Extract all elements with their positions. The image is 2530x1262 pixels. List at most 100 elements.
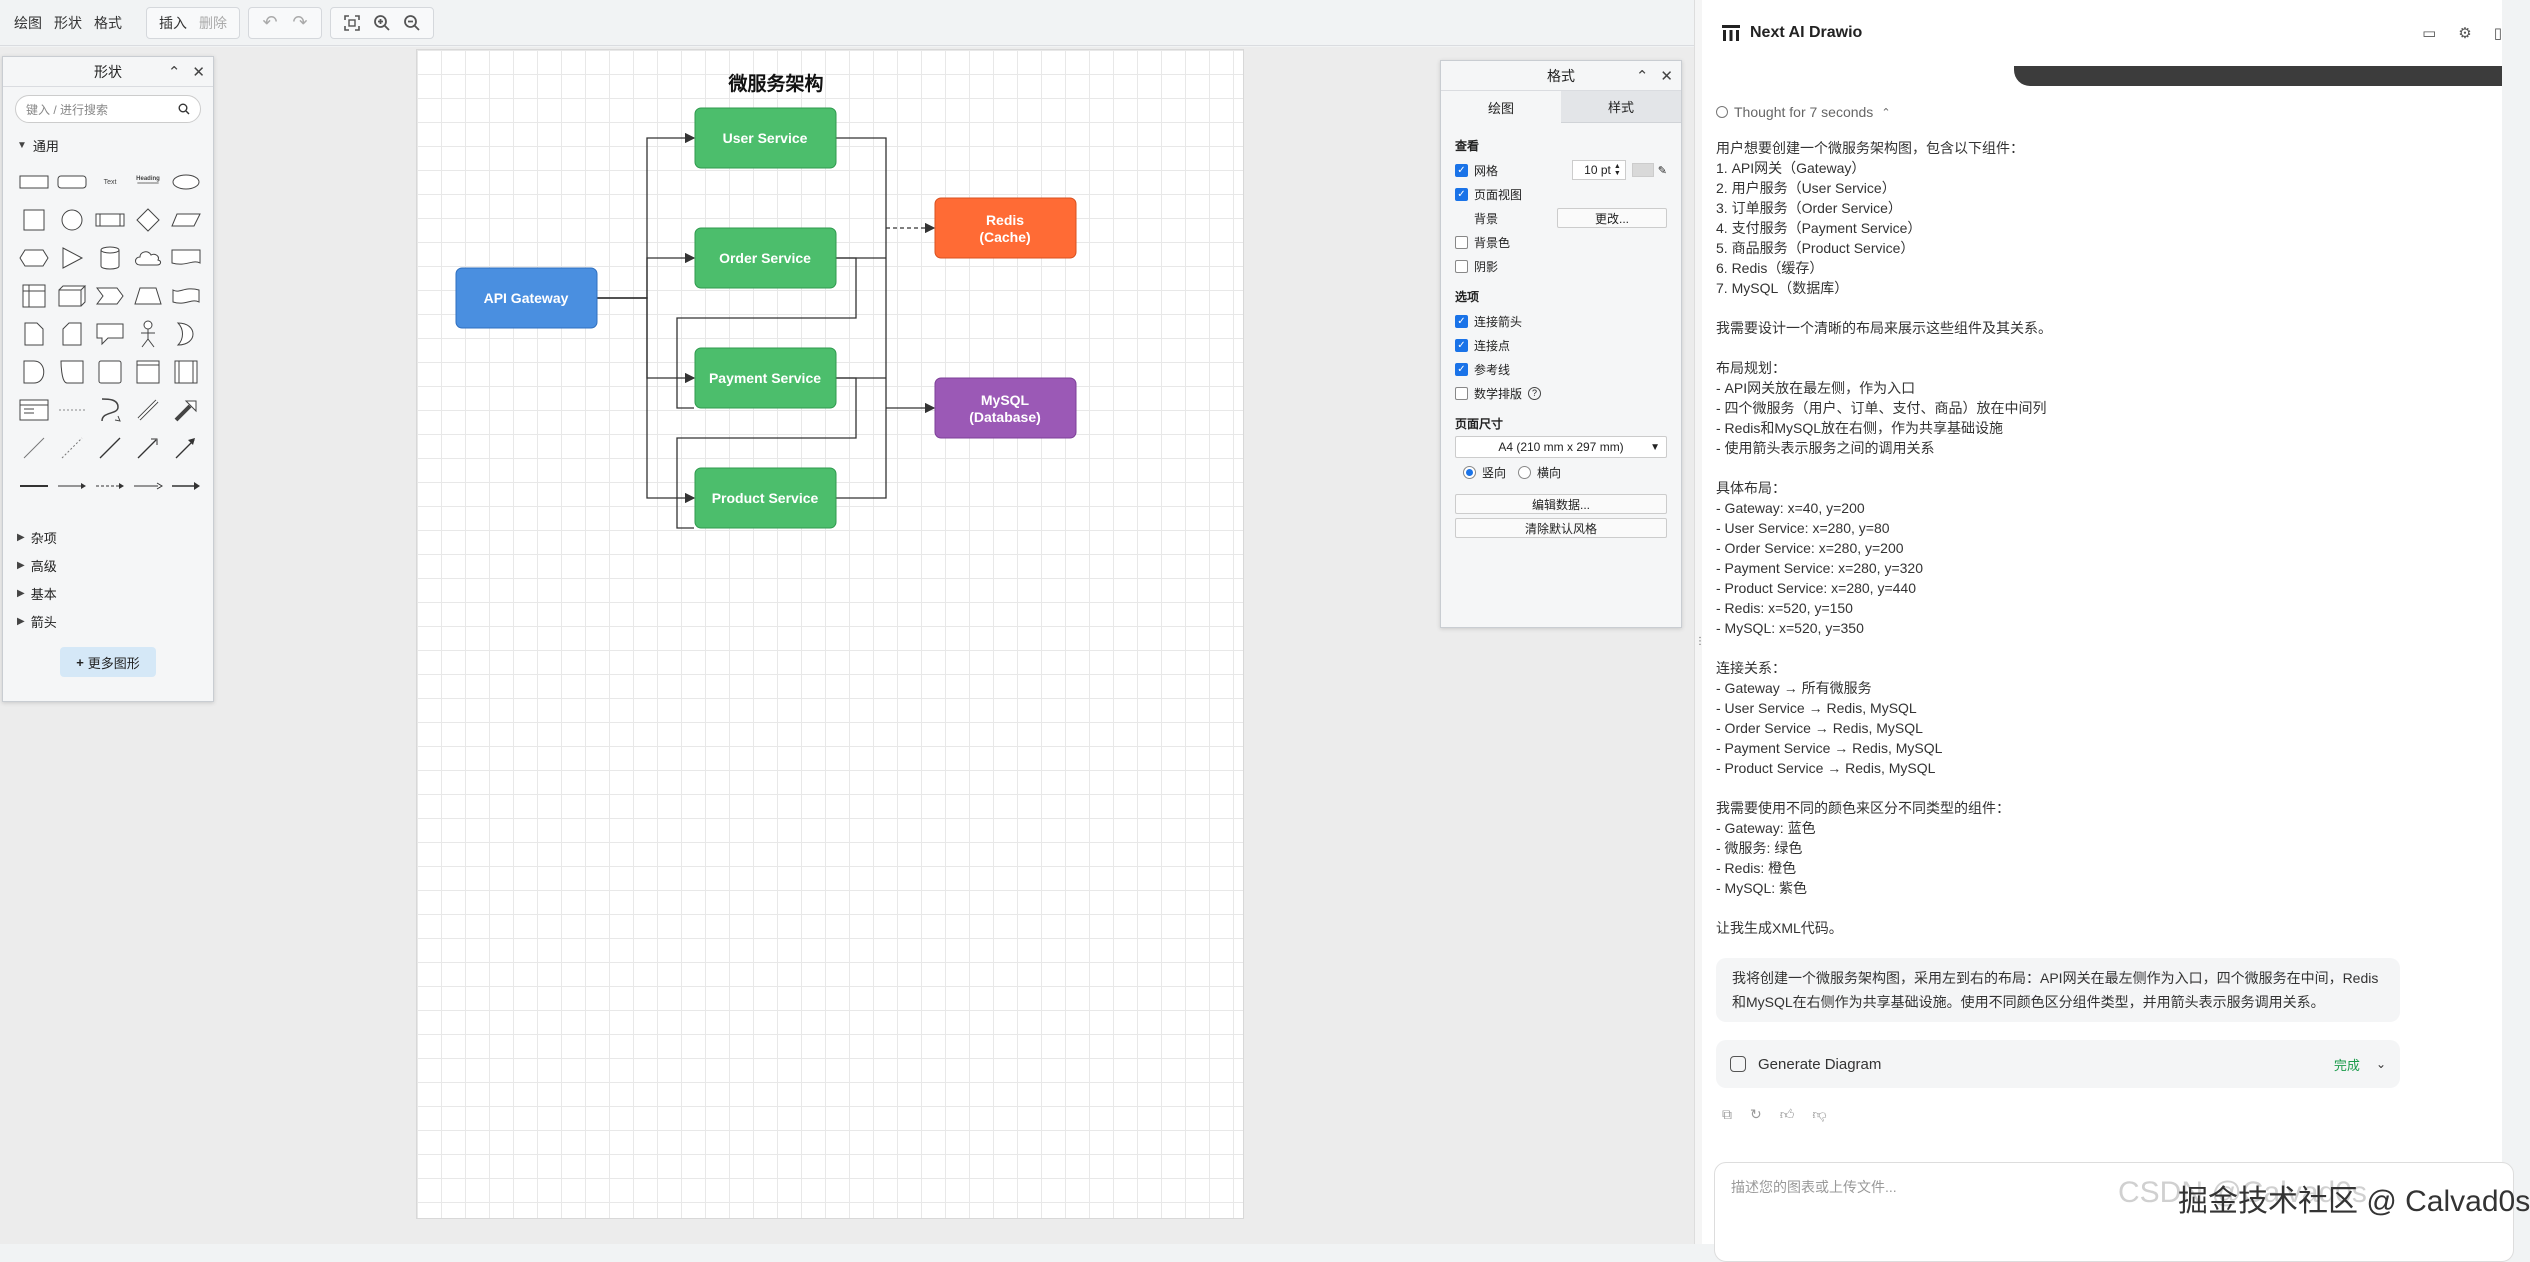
shape-circle-icon[interactable]	[53, 201, 91, 239]
section-misc[interactable]: ▶杂项	[3, 523, 213, 551]
node-redis[interactable]: Redis (Cache)	[934, 197, 1077, 259]
shape-connector4-icon[interactable]	[129, 467, 167, 505]
shape-rect-icon[interactable]	[15, 163, 53, 201]
insert-button[interactable]: 插入	[159, 14, 187, 31]
stepper-icon[interactable]: ▲▼	[1613, 163, 1621, 177]
node-api-gateway[interactable]: API Gateway	[455, 267, 598, 329]
node-order-service[interactable]: Order Service	[694, 227, 837, 289]
chat-input[interactable]: 描述您的图表或上传文件...	[1714, 1162, 2514, 1262]
shape-connector3-icon[interactable]	[91, 467, 129, 505]
section-basic[interactable]: ▶基本	[3, 579, 213, 607]
feedback-icon[interactable]: ▭	[2422, 25, 2437, 42]
shape-delay-icon[interactable]	[15, 353, 53, 391]
delete-button[interactable]: 删除	[199, 14, 227, 31]
edges[interactable]	[597, 132, 936, 529]
shape-square2-icon[interactable]	[91, 353, 129, 391]
page-size-select[interactable]: A4 (210 mm x 297 mm) ▼	[1455, 436, 1667, 458]
shape-document-icon[interactable]	[167, 239, 205, 277]
shape-arrow-line-icon[interactable]	[129, 429, 167, 467]
shape-actor-icon[interactable]	[129, 315, 167, 353]
shape-curve-icon[interactable]	[91, 391, 129, 429]
thought-toggle[interactable]: Thought for 7 seconds ⌃	[1716, 104, 1891, 120]
shape-or-icon[interactable]	[167, 315, 205, 353]
pencil-icon[interactable]: ✎	[1657, 164, 1667, 177]
connection-arrows-checkbox[interactable]: ✓	[1455, 314, 1468, 328]
diagram-title[interactable]: 微服务架构	[727, 72, 823, 95]
thumbs-up-icon[interactable]: 👍︎	[1779, 1106, 1795, 1122]
format-collapse-icon[interactable]: ⌃	[1635, 68, 1649, 85]
background-color-checkbox[interactable]	[1455, 235, 1468, 249]
shape-line-icon[interactable]	[15, 429, 53, 467]
shape-dash-icon[interactable]	[53, 391, 91, 429]
math-checkbox[interactable]	[1455, 386, 1468, 400]
shape-cylinder-icon[interactable]	[91, 239, 129, 277]
diagram[interactable]: 微服务架构 API Gateway User Service	[0, 0, 1694, 1244]
edge-services-trunk[interactable]	[836, 137, 887, 499]
shape-bidirectional-arrow-icon[interactable]	[129, 391, 167, 429]
grid-checkbox[interactable]: ✓	[1455, 163, 1468, 177]
fit-icon[interactable]	[337, 10, 367, 36]
tool-call-card[interactable]: Generate Diagram 完成 ⌄	[1716, 1040, 2400, 1088]
drag-handle-icon[interactable]: ⋮	[1695, 636, 1705, 647]
shape-callout-icon[interactable]	[91, 315, 129, 353]
panel-resize-handle[interactable]: ⋮	[1694, 0, 1705, 1244]
panel-toggle-icon[interactable]: ▯	[2493, 25, 2502, 42]
edge-gateway-user[interactable]	[597, 132, 696, 299]
shape-diamond-icon[interactable]	[129, 201, 167, 239]
shape-table-icon[interactable]	[15, 277, 53, 315]
tab-style[interactable]: 样式	[1561, 91, 1681, 123]
clear-style-button[interactable]: 清除默认风格	[1455, 518, 1667, 538]
menu-draw[interactable]: 绘图	[14, 14, 42, 31]
format-close-icon[interactable]: ✕	[1660, 68, 1673, 85]
edge-payment-loop[interactable]	[676, 377, 857, 529]
shape-parallelogram-icon[interactable]	[167, 201, 205, 239]
shape-connector2-icon[interactable]	[53, 467, 91, 505]
grid-color-swatch[interactable]	[1631, 163, 1654, 177]
guides-checkbox[interactable]: ✓	[1455, 362, 1468, 376]
undo-icon[interactable]: ↶	[262, 12, 278, 32]
shape-rounded-rect-icon[interactable]	[53, 163, 91, 201]
shape-step-icon[interactable]	[91, 277, 129, 315]
shape-thick-arrow-icon[interactable]	[167, 391, 205, 429]
shape-textbox-icon[interactable]: Heading═════	[136, 176, 160, 187]
shape-process-icon[interactable]	[91, 201, 129, 239]
edge-gateway-payment[interactable]	[597, 297, 696, 384]
menu-shapes[interactable]: 形状	[54, 14, 82, 31]
node-user-service[interactable]: User Service	[694, 107, 837, 169]
canvas-area[interactable]	[0, 47, 1694, 1244]
change-background-button[interactable]: 更改...	[1557, 208, 1667, 228]
shape-hexagon-icon[interactable]	[15, 239, 53, 277]
shape-ellipse-icon[interactable]	[167, 163, 205, 201]
close-icon[interactable]: ✕	[192, 64, 205, 81]
section-arrows[interactable]: ▶箭头	[3, 607, 213, 635]
thumbs-down-icon[interactable]: 👎︎	[1812, 1106, 1827, 1122]
node-product-service[interactable]: Product Service	[694, 467, 837, 529]
collapse-icon[interactable]: ⌃	[167, 64, 181, 81]
redo-icon[interactable]: ↷	[292, 12, 308, 32]
copy-icon[interactable]: ⧉	[1722, 1106, 1732, 1122]
shape-cloud-icon[interactable]	[129, 239, 167, 277]
help-icon[interactable]: ?	[1528, 386, 1542, 400]
shape-note-icon[interactable]	[15, 315, 53, 353]
shape-trapezoid-icon[interactable]	[129, 277, 167, 315]
shape-swimlane-icon[interactable]	[15, 391, 53, 429]
edit-data-button[interactable]: 编辑数据...	[1455, 494, 1667, 514]
landscape-radio[interactable]	[1518, 465, 1532, 479]
menu-format[interactable]: 格式	[94, 14, 122, 31]
shape-search-input[interactable]: 键入 / 进行搜索	[15, 95, 201, 123]
edge-gateway-product[interactable]	[597, 297, 696, 504]
shape-container-icon[interactable]	[129, 353, 167, 391]
gear-icon[interactable]: ⚙	[2458, 25, 2472, 42]
tab-diagram[interactable]: 绘图	[1441, 91, 1561, 123]
node-payment-service[interactable]: Payment Service	[694, 347, 837, 409]
shape-process2-icon[interactable]	[167, 353, 205, 391]
grid-size-input[interactable]: 10 pt▲▼	[1571, 160, 1626, 180]
page-view-checkbox[interactable]: ✓	[1455, 187, 1468, 201]
portrait-radio[interactable]	[1463, 465, 1476, 479]
shape-arrow-line2-icon[interactable]	[167, 429, 205, 467]
section-general[interactable]: ▼通用	[3, 131, 213, 159]
shape-manual-input-icon[interactable]	[53, 353, 91, 391]
shape-cube-icon[interactable]	[53, 277, 91, 315]
zoom-in-icon[interactable]	[367, 10, 397, 36]
chevron-down-icon[interactable]: ⌄	[2375, 1057, 2386, 1071]
